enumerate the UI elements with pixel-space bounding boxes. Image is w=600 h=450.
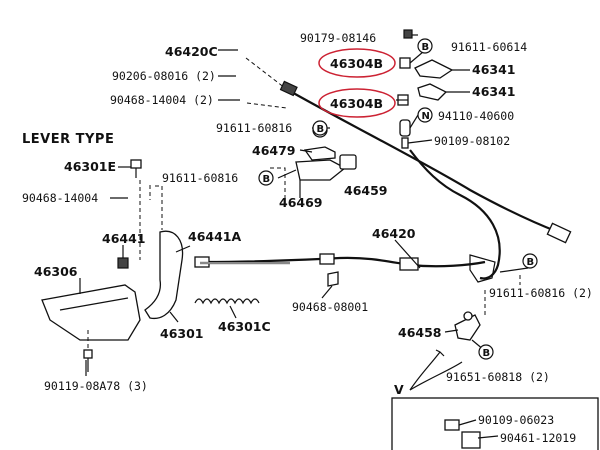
label-46420c: 46420C bbox=[165, 44, 218, 59]
circle-marker-b-4: B bbox=[522, 253, 538, 269]
label-46301e: 46301E bbox=[64, 159, 116, 174]
circle-marker-b-5: B bbox=[478, 344, 494, 360]
clip-90468-08001 bbox=[327, 271, 339, 287]
dashed-reference-lines bbox=[87, 57, 521, 350]
label-90468-top: 90468-14004 (2) bbox=[110, 93, 214, 107]
label-46479: 46479 bbox=[252, 143, 296, 158]
label-90179: 90179-08146 bbox=[300, 31, 376, 45]
label-94110: 94110-40600 bbox=[438, 109, 514, 123]
detail-v-box bbox=[391, 397, 599, 450]
circle-marker-b-2: B bbox=[312, 120, 328, 136]
label-91611-60614: 91611-60614 bbox=[451, 40, 527, 54]
spring-46301C bbox=[194, 298, 260, 305]
nut-46441 bbox=[117, 257, 129, 269]
circle-marker-n-1: N bbox=[417, 107, 433, 123]
label-46341-upper: 46341 bbox=[472, 62, 516, 77]
detail-v-arrows bbox=[409, 349, 463, 391]
circle-marker-b-3: B bbox=[258, 170, 274, 186]
lever-46301 bbox=[144, 230, 184, 320]
svg-text:N: N bbox=[422, 111, 430, 122]
detail-v-parts bbox=[444, 419, 499, 449]
label-46304b-lower: 46304B bbox=[330, 96, 383, 111]
label-91611-60816-a: 91611-60816 bbox=[216, 121, 292, 135]
label-46469: 46469 bbox=[279, 195, 323, 210]
label-90206: 90206-08016 (2) bbox=[112, 69, 216, 83]
label-90468-left: 90468-14004 bbox=[22, 191, 98, 205]
svg-text:B: B bbox=[483, 348, 491, 359]
label-90461: 90461-12019 bbox=[500, 431, 576, 445]
bracket-46458 bbox=[454, 311, 481, 341]
bolt-90119 bbox=[83, 349, 93, 372]
svg-text:B: B bbox=[422, 42, 430, 53]
bracket-46306 bbox=[41, 284, 141, 341]
right-rear-cable bbox=[279, 80, 572, 244]
label-46301c: 46301C bbox=[218, 319, 271, 334]
clip-46459 bbox=[339, 154, 357, 170]
label-46458: 46458 bbox=[398, 325, 442, 340]
label-46441: 46441 bbox=[102, 231, 146, 246]
highlight-oval-lower bbox=[318, 88, 396, 118]
label-90109-06023: 90109-06023 bbox=[478, 413, 554, 427]
label-46441a: 46441A bbox=[188, 229, 241, 244]
label-46304b-upper: 46304B bbox=[330, 56, 383, 71]
label-46341-lower: 46341 bbox=[472, 84, 516, 99]
detail-marker: V bbox=[394, 382, 404, 397]
svg-text:B: B bbox=[527, 257, 535, 268]
highlight-oval-upper bbox=[318, 48, 396, 78]
label-91611-60816-c: 91611-60816 (2) bbox=[489, 286, 593, 300]
label-90468-08001: 90468-08001 bbox=[292, 300, 368, 314]
svg-text:B: B bbox=[317, 124, 325, 135]
bracket-46469 bbox=[295, 159, 347, 198]
label-90109-08102: 90109-08102 bbox=[434, 134, 510, 148]
svg-text:B: B bbox=[263, 174, 271, 185]
label-91651: 91651-60818 (2) bbox=[446, 370, 550, 384]
circle-marker-b-1: B bbox=[417, 38, 433, 54]
label-46301: 46301 bbox=[160, 326, 204, 341]
label-46459: 46459 bbox=[344, 183, 388, 198]
section-title: LEVER TYPE bbox=[22, 132, 114, 147]
rear-cable-46420 bbox=[194, 253, 496, 283]
label-46306: 46306 bbox=[34, 264, 78, 279]
label-90119: 90119-08A78 (3) bbox=[44, 379, 148, 393]
equalizer-cluster bbox=[396, 29, 470, 149]
bolt-46301E bbox=[130, 159, 142, 178]
label-91611-60816-b: 91611-60816 bbox=[162, 171, 238, 185]
label-46420: 46420 bbox=[372, 226, 416, 241]
